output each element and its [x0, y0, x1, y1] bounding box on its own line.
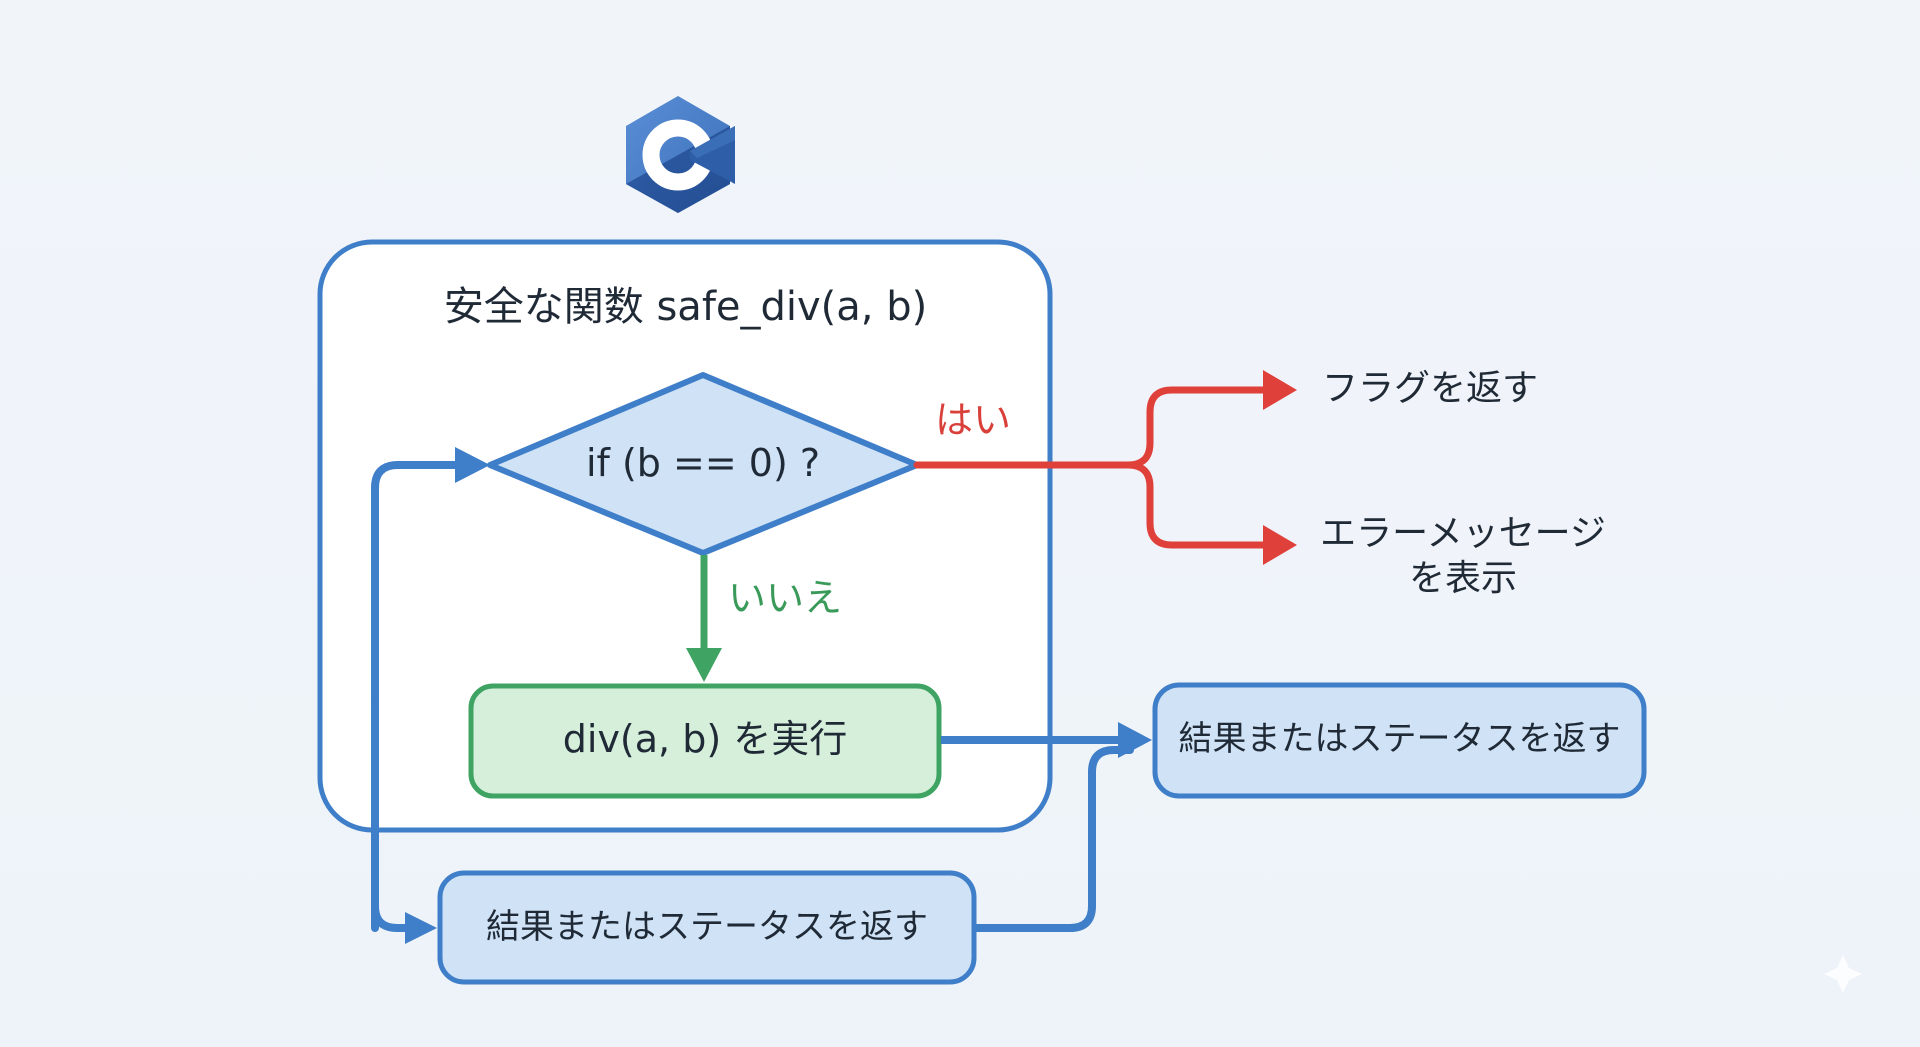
- return-flag-text: フラグを返す: [1322, 368, 1539, 409]
- action-box: [468, 683, 942, 799]
- decision-diamond: [487, 372, 920, 556]
- show-error-text: エラーメッセージ を表示: [1320, 513, 1606, 599]
- decision-condition: if (b == 0) ?: [585, 441, 821, 485]
- loop-arrow-to-bottom-return: [371, 696, 422, 932]
- sparkle-icon: [1824, 955, 1862, 993]
- loop-arrow-to-decision: [371, 461, 474, 932]
- return-bottom-text: 結果またはステータスを返す: [486, 907, 928, 947]
- arrowhead-icon: [455, 447, 490, 483]
- return-box-bottom: [437, 870, 977, 985]
- no-label: いいえ: [728, 576, 843, 620]
- yes-label: はい: [935, 398, 1012, 442]
- c-logo-icon: [626, 96, 735, 213]
- action-text: div(a, b) を実行: [562, 717, 848, 761]
- arrowhead-icon: [405, 912, 437, 944]
- arrowhead-icon: [1263, 525, 1297, 565]
- bottom-return-to-right-return: [971, 746, 1134, 932]
- arrowhead-icon: [1263, 370, 1297, 410]
- yes-path-lower: [1124, 461, 1274, 549]
- return-box-right: [1152, 682, 1647, 799]
- arrowhead-icon: [686, 648, 722, 682]
- function-title: 安全な関数 safe_div(a, b): [443, 284, 928, 330]
- return-right-text: 結果またはステータスを返す: [1178, 719, 1621, 759]
